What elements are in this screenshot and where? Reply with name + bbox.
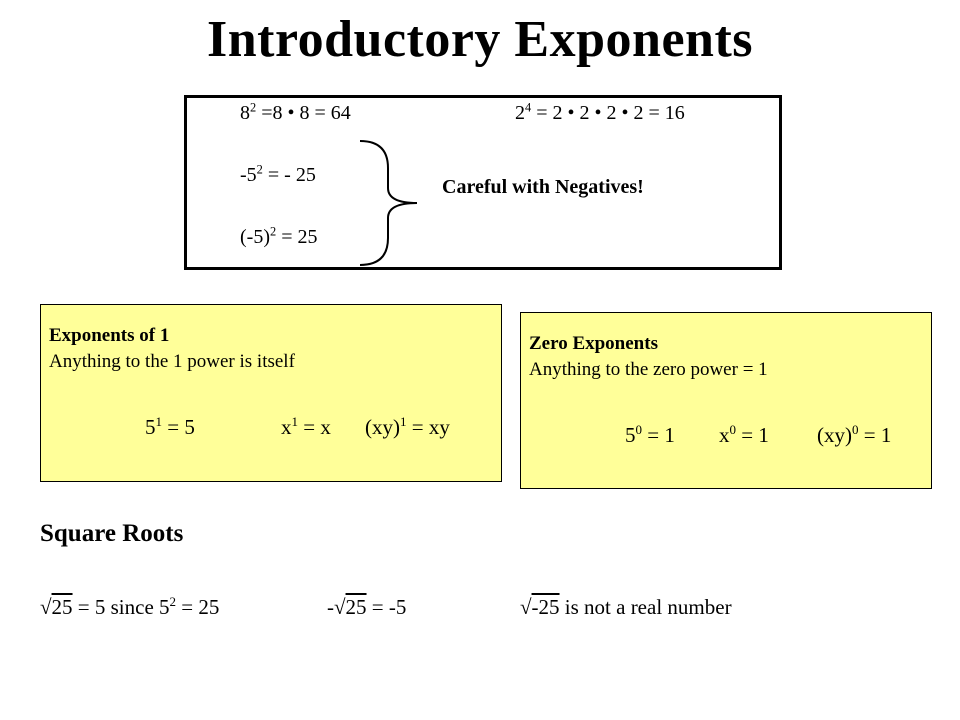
sqrt-25-example: √25 = 5 since 52 = 25 bbox=[40, 593, 220, 619]
radical-icon: √ bbox=[40, 595, 52, 619]
neg-sqrt-25-example: -√25 = -5 bbox=[327, 595, 407, 619]
exponents-of-one-heading: Exponents of 1 bbox=[49, 325, 170, 346]
zero-exponents-heading: Zero Exponents bbox=[529, 333, 658, 354]
zero-exponents-box: Zero Exponents Anything to the zero powe… bbox=[520, 312, 932, 489]
example-x-to-1: x1 = x bbox=[281, 413, 331, 439]
sqrt-neg-25-example: √-25 is not a real number bbox=[520, 595, 732, 619]
page-title: Introductory Exponents bbox=[206, 11, 753, 68]
example-paren-neg-5-squared: (-5)2 = 25 bbox=[240, 224, 318, 248]
radical-icon: √ bbox=[334, 595, 346, 619]
example-5-to-1: 51 = 5 bbox=[145, 413, 195, 439]
zero-exponents-description: Anything to the zero power = 1 bbox=[529, 359, 768, 380]
example-8-squared: 82 =8 • 8 = 64 bbox=[240, 100, 351, 124]
example-neg-5-squared: -52 = - 25 bbox=[240, 162, 316, 186]
square-roots-heading: Square Roots bbox=[40, 520, 184, 547]
radical-icon: √ bbox=[520, 595, 532, 619]
exponents-of-one-box: Exponents of 1 Anything to the 1 power i… bbox=[40, 304, 502, 482]
example-2-fourth: 24 = 2 • 2 • 2 • 2 = 16 bbox=[515, 100, 685, 124]
example-x-to-0: x0 = 1 bbox=[719, 421, 769, 447]
careful-note: Careful with Negatives! bbox=[442, 176, 644, 198]
examples-box bbox=[184, 95, 782, 270]
example-5-to-0: 50 = 1 bbox=[625, 421, 675, 447]
example-xy-to-1: (xy)1 = xy bbox=[365, 413, 450, 439]
example-xy-to-0: (xy)0 = 1 bbox=[817, 421, 892, 447]
exponents-of-one-description: Anything to the 1 power is itself bbox=[49, 351, 295, 372]
curly-bracket-icon bbox=[359, 140, 418, 266]
